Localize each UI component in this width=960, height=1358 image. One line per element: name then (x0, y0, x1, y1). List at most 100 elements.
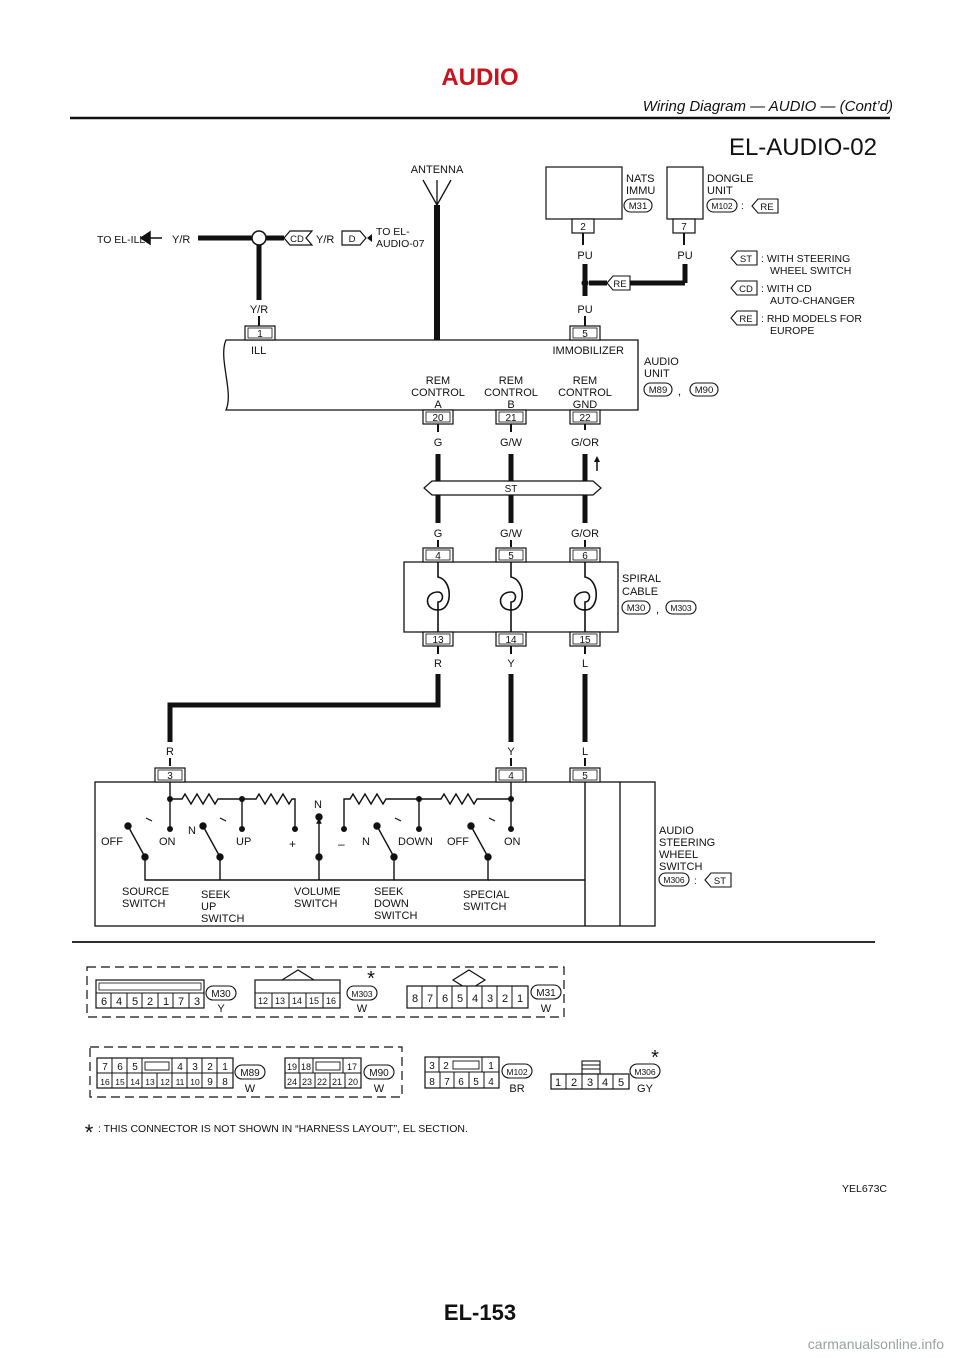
svg-text:–: – (338, 837, 345, 851)
svg-text:M102: M102 (711, 201, 733, 211)
svg-text:SPIRAL: SPIRAL (622, 573, 661, 585)
svg-text:1: 1 (222, 1062, 228, 1073)
svg-text:13: 13 (275, 996, 285, 1006)
seek-up-switch-label: SEEK (201, 889, 231, 901)
svg-text:16: 16 (326, 996, 336, 1006)
footer-url[interactable]: carmanualsonline.info (807, 1336, 944, 1352)
svg-text:M89: M89 (649, 385, 667, 396)
svg-text:2: 2 (443, 1061, 449, 1072)
diagram-id: EL-AUDIO-02 (729, 134, 877, 161)
svg-text:6: 6 (442, 993, 448, 1005)
svg-text:: RHD MODELS FOR: : RHD MODELS FOR (761, 313, 862, 325)
svg-text:G: G (434, 437, 443, 449)
svg-text:DOWN: DOWN (374, 898, 409, 910)
dongle-unit: DONGLE UNIT M102 : RE 7 PU RE (589, 166, 779, 291)
svg-text:5: 5 (618, 1077, 624, 1089)
figure-code: YEL673C (842, 1183, 887, 1195)
svg-text:5: 5 (457, 993, 463, 1005)
svg-text:WHEEL SWITCH: WHEEL SWITCH (770, 265, 851, 277)
svg-text:M303: M303 (670, 603, 692, 613)
svg-text:CONTROL: CONTROL (484, 387, 538, 399)
svg-text:2: 2 (207, 1062, 213, 1073)
svg-text:Y/R: Y/R (316, 234, 334, 246)
svg-text:14: 14 (505, 635, 517, 646)
svg-text:PU: PU (577, 250, 592, 262)
svg-text:SWITCH: SWITCH (374, 910, 417, 922)
svg-text:,: , (656, 604, 659, 616)
svg-text:11: 11 (176, 1077, 185, 1087)
svg-text:CD: CD (739, 284, 753, 295)
svg-text:SWITCH: SWITCH (122, 898, 165, 910)
svg-text:*: * (367, 968, 375, 990)
svg-text:7: 7 (427, 993, 433, 1005)
svg-text:8: 8 (429, 1077, 435, 1088)
svg-text:M30: M30 (627, 603, 645, 614)
svg-text:CD: CD (290, 234, 304, 245)
svg-text:4: 4 (472, 993, 478, 1005)
svg-text:R: R (166, 746, 174, 758)
svg-text:16: 16 (100, 1077, 110, 1087)
svg-text:3: 3 (429, 1061, 435, 1072)
svg-text:IMMOBILIZER: IMMOBILIZER (552, 345, 624, 357)
svg-text:12: 12 (160, 1077, 170, 1087)
svg-text:REM: REM (426, 375, 450, 387)
svg-text:M306: M306 (634, 1067, 656, 1077)
svg-text:STEERING: STEERING (659, 837, 715, 849)
antenna-label: ANTENNA (411, 164, 464, 176)
svg-text:15: 15 (115, 1077, 125, 1087)
legend-cd: CD : WITH CD AUTO-CHANGER (730, 280, 855, 307)
svg-text:EUROPE: EUROPE (770, 325, 814, 337)
svg-text:3: 3 (167, 771, 173, 782)
svg-text:AUDIO: AUDIO (644, 356, 679, 368)
svg-text:23: 23 (302, 1077, 312, 1087)
svg-text:M303: M303 (351, 989, 373, 999)
svg-text:UP: UP (201, 901, 216, 913)
svg-text:PU: PU (677, 250, 692, 262)
special-switch-label: SPECIAL (463, 889, 509, 901)
svg-text:G/W: G/W (500, 437, 523, 449)
svg-text:5: 5 (132, 996, 138, 1008)
svg-text:8: 8 (412, 993, 418, 1005)
svg-text:AUDIO-07: AUDIO-07 (376, 238, 425, 250)
svg-text:W: W (245, 1083, 256, 1095)
svg-text:1: 1 (517, 993, 523, 1005)
svg-text:L: L (582, 658, 588, 670)
connector-m30: 6 4 5 2 1 7 3 M30 Y (95, 979, 237, 1015)
svg-text:M306: M306 (663, 875, 685, 885)
svg-text:Y: Y (217, 1003, 225, 1015)
svg-text:4: 4 (488, 1077, 494, 1088)
svg-text:+: + (289, 837, 296, 851)
svg-text:*: * (651, 1047, 659, 1069)
svg-text:IMMU: IMMU (626, 185, 655, 197)
svg-text:4: 4 (435, 551, 441, 562)
legend-st: ST : WITH STEERING WHEEL SWITCH (730, 250, 851, 277)
svg-text:5: 5 (508, 551, 514, 562)
steering-wires: R R Y Y L L (166, 646, 588, 766)
svg-text:4: 4 (508, 771, 514, 782)
svg-text:4: 4 (116, 996, 122, 1008)
svg-text:17: 17 (347, 1062, 357, 1072)
svg-text:3: 3 (587, 1077, 593, 1089)
svg-text:14: 14 (130, 1077, 140, 1087)
svg-text:ON: ON (159, 836, 176, 848)
svg-text:ILL: ILL (251, 345, 266, 357)
svg-text:A: A (434, 399, 442, 411)
svg-text:5: 5 (582, 771, 588, 782)
d-badge: D (341, 230, 367, 246)
seek-down-switch-label: SEEK (374, 886, 404, 898)
svg-text:AUDIO: AUDIO (659, 825, 694, 837)
svg-text:L: L (582, 746, 588, 758)
connector-m31: 8 7 6 5 4 3 2 1 M31 W (406, 969, 562, 1015)
svg-text:19: 19 (287, 1062, 297, 1072)
connector-m303: 12 13 14 15 16 M303 * W (254, 968, 378, 1015)
section-title: AUDIO (441, 64, 519, 91)
svg-text:B: B (507, 399, 514, 411)
svg-text:2: 2 (147, 996, 153, 1008)
svg-text:W: W (357, 1003, 368, 1015)
ill-wiring: TO EL-ILL Y/R CD Y/R D TO EL- AUDIO-07 Y… (97, 226, 425, 326)
svg-text:ST: ST (505, 484, 518, 495)
svg-text:M31: M31 (536, 988, 556, 999)
svg-text:24: 24 (287, 1077, 297, 1087)
svg-text:G/OR: G/OR (571, 528, 599, 540)
section-subtitle: Wiring Diagram — AUDIO — (Cont’d) (642, 98, 893, 115)
